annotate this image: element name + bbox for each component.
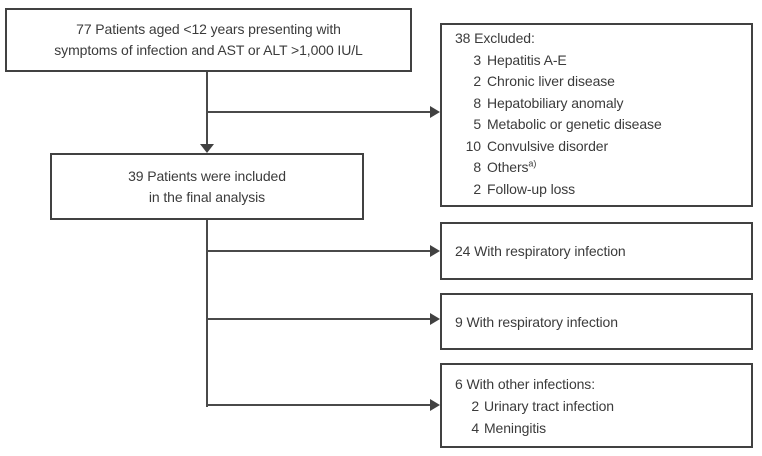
item-count: 10 — [465, 137, 481, 154]
item-label: Follow-up loss — [487, 180, 576, 197]
arrow-right-icon — [430, 245, 440, 257]
other-infections-item: 4 Meningitis — [455, 417, 745, 439]
item-count: 3 — [473, 51, 481, 68]
footnote-marker: a) — [528, 158, 537, 169]
excluded-item: 2 Follow-up loss — [455, 179, 745, 201]
item-label: Metabolic or genetic disease — [487, 116, 662, 132]
arrow-down-icon — [200, 144, 214, 153]
excluded-item: 10 Convulsive disorder — [455, 136, 745, 158]
connector-top-to-included — [206, 72, 208, 145]
other-infections-box: 6 With other infections: 2 Urinary tract … — [440, 363, 753, 448]
enrollment-box: 77 Patients aged <12 years presenting wi… — [5, 8, 412, 72]
enrollment-line-1: 77 Patients aged <12 years presenting wi… — [76, 21, 341, 37]
included-box: 39 Patients were included in the final a… — [50, 153, 364, 220]
item-label: Others — [487, 159, 529, 175]
arrow-right-icon — [430, 313, 440, 325]
connector-to-respiratory — [206, 250, 430, 252]
enrollment-line-2: symptoms of infection and AST or ALT >1,… — [54, 42, 363, 58]
item-count: 5 — [473, 116, 481, 132]
item-count: 8 — [473, 159, 481, 175]
item-count: 2 — [473, 180, 481, 197]
excluded-title: 38 Excluded: — [455, 30, 535, 46]
item-label: Convulsive disorder — [487, 137, 609, 154]
connector-included-to-branches — [206, 220, 208, 407]
item-count: 4 — [471, 420, 479, 436]
item-label: Chronic liver disease — [487, 73, 615, 89]
excluded-item: 8 Hepatobiliary anomaly — [455, 93, 745, 115]
other-infections-item: 2 Urinary tract infection — [455, 395, 745, 417]
other-infections-title: 6 With other infections: — [455, 376, 595, 392]
connector-to-excluded — [206, 111, 430, 113]
item-label: Hepatitis A-E — [487, 51, 567, 68]
item-label: Meningitis — [484, 420, 547, 436]
respiratory-infection-box-2: 9 With respiratory infection — [440, 293, 753, 350]
excluded-item: 3 Hepatitis A-E — [455, 50, 745, 72]
item-label: Hepatobiliary anomaly — [487, 94, 624, 111]
respiratory-infection-label: 24 With respiratory infection — [455, 243, 626, 259]
excluded-item: 5 Metabolic or genetic disease — [455, 114, 745, 136]
item-count: 2 — [471, 398, 479, 414]
excluded-box: 38 Excluded: 3 Hepatitis A-E 2 Chronic liv… — [440, 23, 753, 207]
item-label: Urinary tract infection — [484, 398, 614, 414]
excluded-item: 8 Othersa) — [455, 157, 745, 179]
arrow-right-icon — [430, 399, 440, 411]
connector-to-respiratory-2 — [206, 318, 430, 320]
respiratory-infection-box: 24 With respiratory infection — [440, 222, 753, 280]
respiratory-infection-2-label: 9 With respiratory infection — [455, 313, 618, 330]
excluded-item: 2 Chronic liver disease — [455, 71, 745, 93]
connector-to-other-infections — [206, 404, 430, 406]
item-count: 8 — [473, 94, 481, 111]
included-line-1: 39 Patients were included — [128, 167, 286, 184]
arrow-right-icon — [430, 106, 440, 118]
included-line-2: in the final analysis — [148, 188, 266, 205]
item-count: 2 — [473, 73, 481, 89]
